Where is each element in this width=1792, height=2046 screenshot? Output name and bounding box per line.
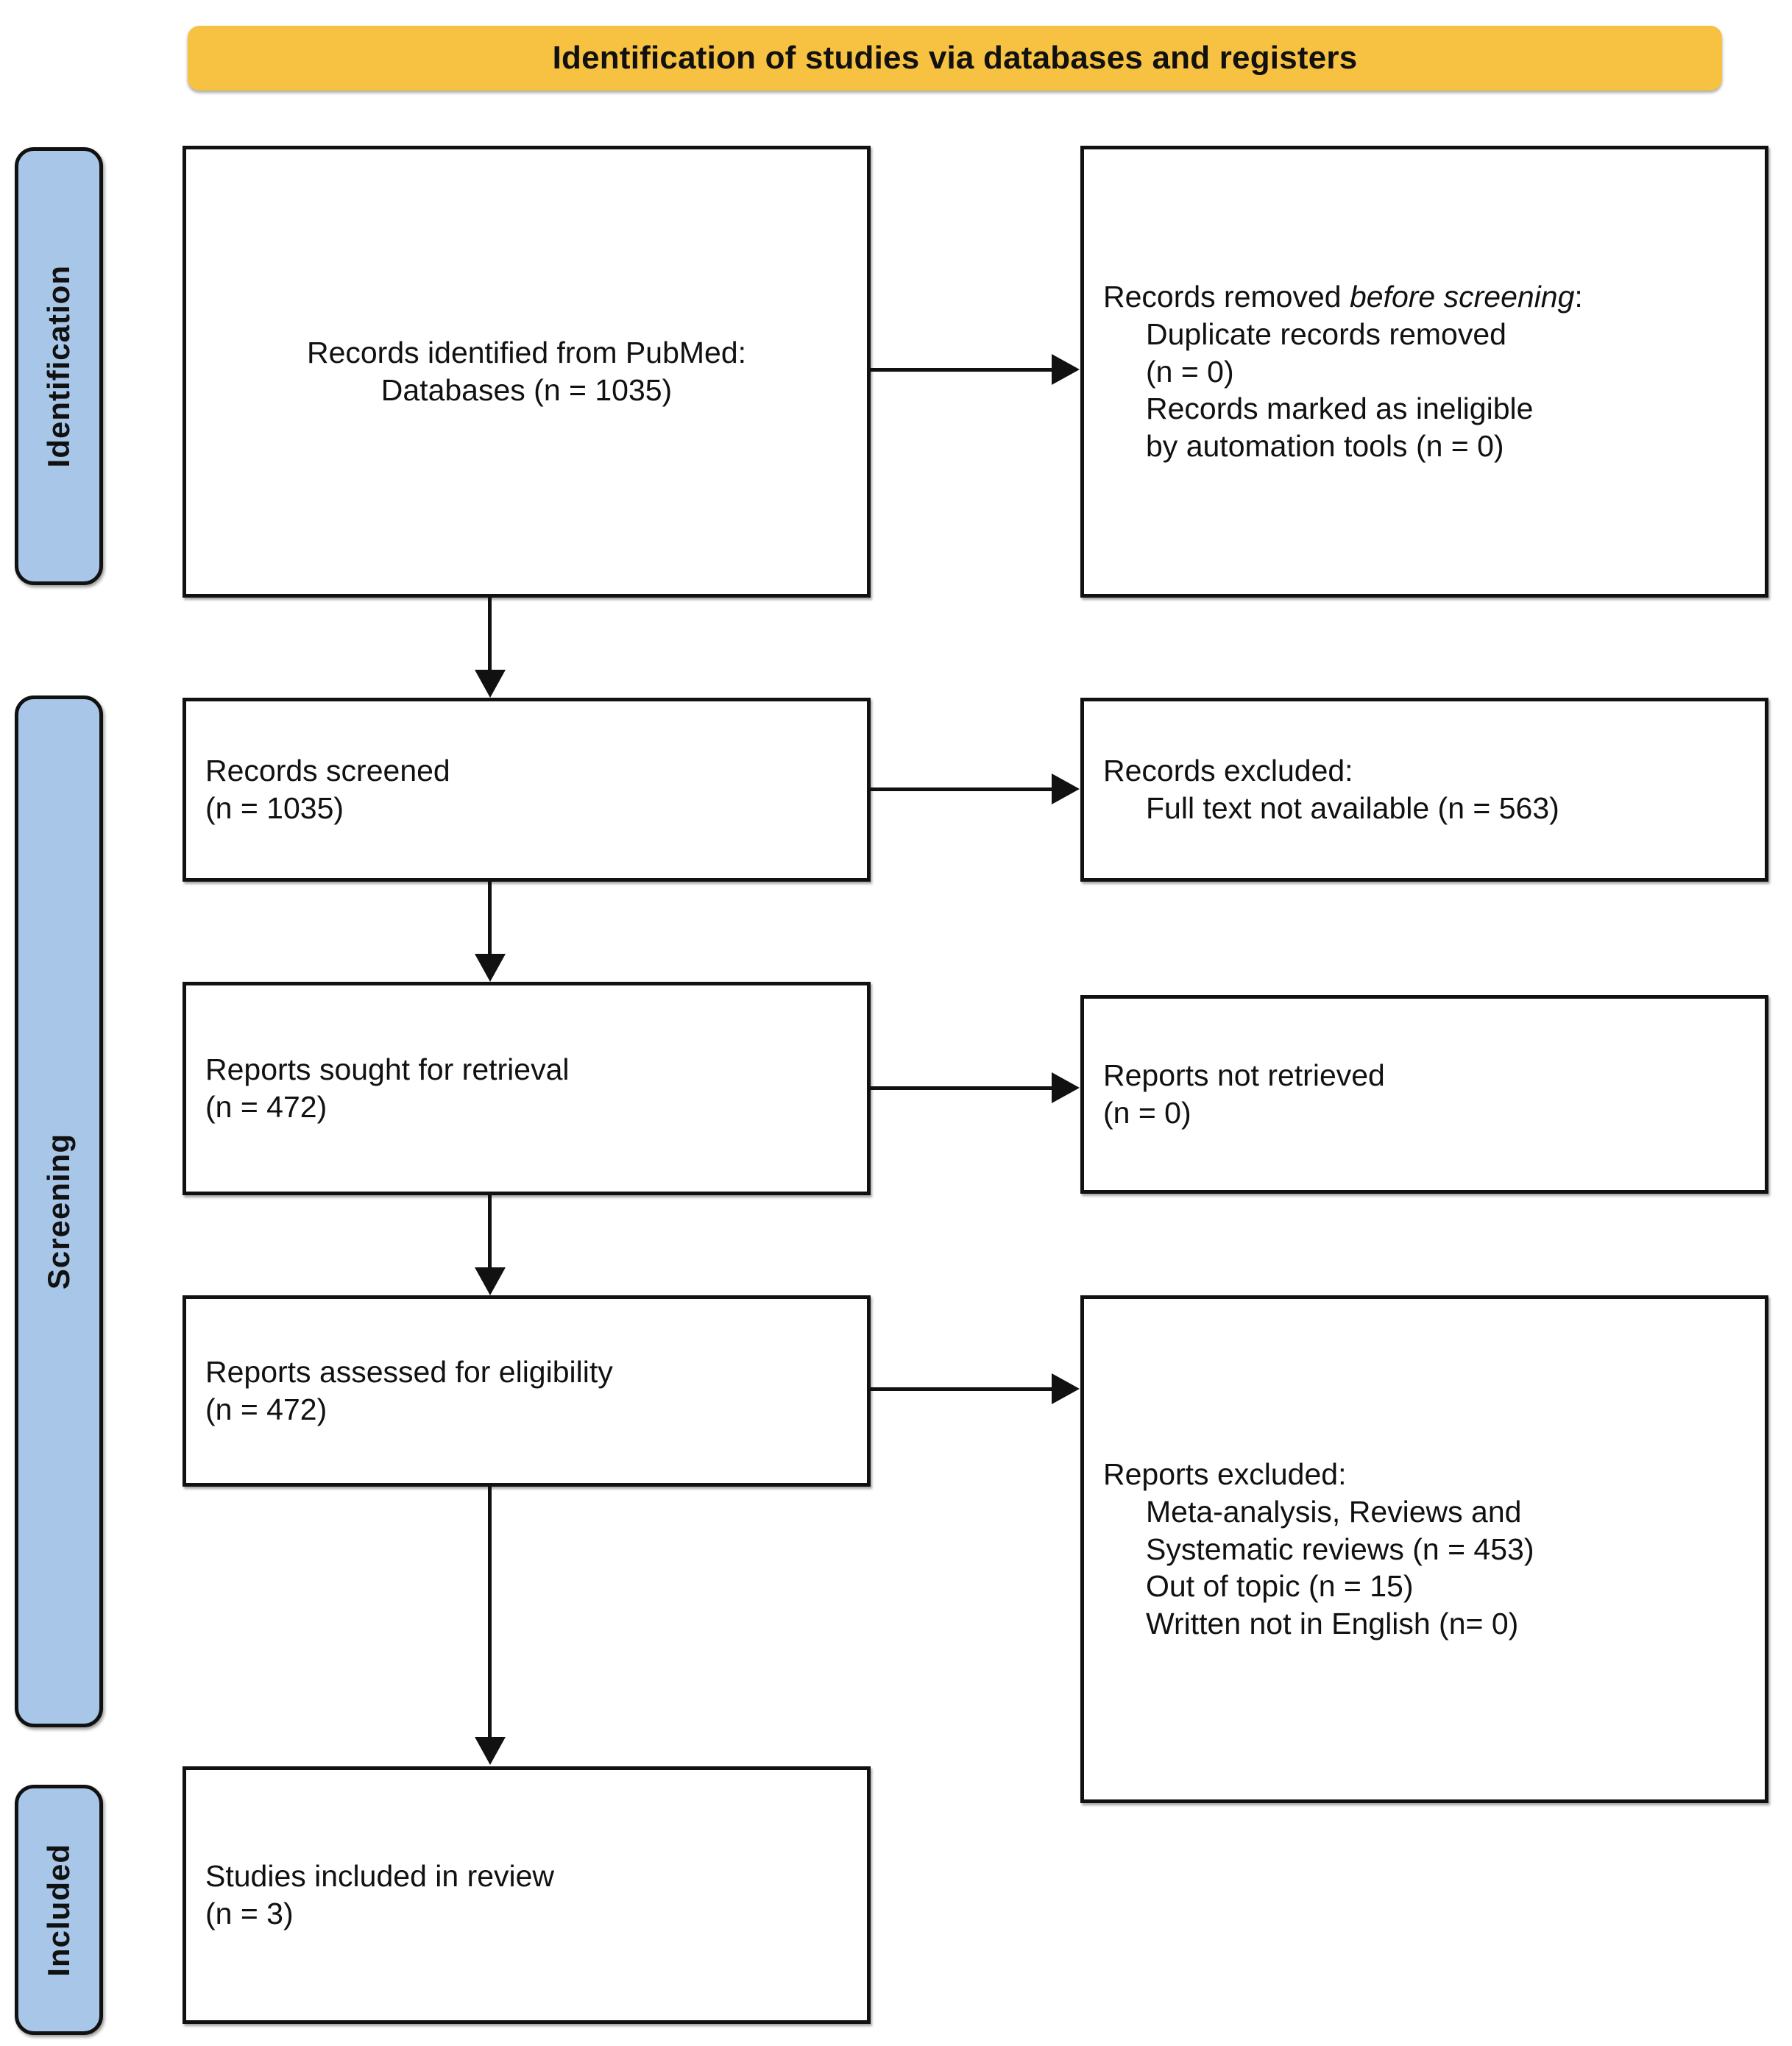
records-screened-line-1: Records screened — [205, 754, 450, 788]
reports-excluded-item-2: Systematic reviews (n = 453) — [1146, 1532, 1534, 1566]
connector-sought-to-assessed — [488, 1195, 492, 1272]
reports-not-retrieved-line-2: (n = 0) — [1103, 1096, 1191, 1130]
records-identified-line-2: Databases (n = 1035) — [380, 373, 673, 407]
arrowhead-identified-to-removed — [1052, 354, 1080, 385]
reports-excluded-heading: Reports excluded: — [1103, 1456, 1347, 1491]
box-reports-sought: Reports sought for retrieval (n = 472) — [183, 982, 871, 1195]
arrowhead-sought-to-not-retrieved — [1052, 1072, 1080, 1103]
reports-sought-line-2: (n = 472) — [205, 1090, 327, 1124]
studies-included-line-1: Studies included in review — [205, 1859, 555, 1894]
stage-identification-label: Identification — [41, 264, 76, 468]
connector-screened-to-excluded — [871, 787, 1053, 791]
reports-excluded-item-3: Out of topic (n = 15) — [1146, 1569, 1414, 1604]
records-removed-item-4: by automation tools (n = 0) — [1146, 429, 1504, 464]
box-records-identified: Records identified from PubMed: Database… — [183, 146, 871, 598]
reports-excluded-item-1: Meta-analysis, Reviews and — [1146, 1494, 1522, 1529]
stage-screening: Screening — [15, 695, 103, 1727]
box-records-screened: Records screened (n = 1035) — [183, 698, 871, 882]
records-excluded-heading: Records excluded: — [1103, 754, 1353, 788]
reports-sought-line-1: Reports sought for retrieval — [205, 1052, 570, 1087]
diagram-header-banner: Identification of studies via databases … — [188, 26, 1722, 91]
arrowhead-assessed-to-excluded — [1052, 1373, 1080, 1404]
records-screened-line-2: (n = 1035) — [205, 791, 344, 825]
records-removed-heading-plain: Records removed — [1103, 279, 1350, 314]
arrowhead-sought-to-assessed — [475, 1267, 506, 1295]
connector-sought-to-not-retrieved — [871, 1086, 1053, 1090]
box-reports-assessed: Reports assessed for eligibility (n = 47… — [183, 1295, 871, 1487]
box-studies-included: Studies included in review (n = 3) — [183, 1766, 871, 2024]
reports-not-retrieved-line-1: Reports not retrieved — [1103, 1058, 1385, 1093]
records-removed-item-1: Duplicate records removed — [1146, 316, 1506, 351]
reports-excluded-item-4: Written not in English (n= 0) — [1146, 1607, 1519, 1641]
box-reports-excluded: Reports excluded: Meta-analysis, Reviews… — [1080, 1295, 1768, 1803]
arrowhead-identified-to-screened — [475, 670, 506, 698]
stage-identification: Identification — [15, 147, 103, 585]
records-excluded-item-1: Full text not available (n = 563) — [1146, 791, 1559, 825]
connector-assessed-to-excluded — [871, 1387, 1053, 1391]
connector-assessed-to-included — [488, 1487, 492, 1741]
box-records-removed-before-screening: Records removed before screening: Duplic… — [1080, 146, 1768, 598]
stage-included: Included — [15, 1785, 103, 2035]
diagram-title: Identification of studies via databases … — [552, 40, 1358, 76]
reports-assessed-line-2: (n = 472) — [205, 1392, 327, 1426]
box-reports-not-retrieved: Reports not retrieved (n = 0) — [1080, 995, 1768, 1194]
records-removed-item-3: Records marked as ineligible — [1146, 392, 1534, 426]
records-identified-line-1: Records identified from PubMed: — [306, 336, 747, 370]
arrowhead-screened-to-sought — [475, 954, 506, 982]
connector-identified-to-removed — [871, 368, 1053, 372]
stage-screening-label: Screening — [41, 1133, 76, 1290]
connector-identified-to-screened — [488, 598, 492, 675]
arrowhead-screened-to-excluded — [1052, 774, 1080, 804]
records-removed-heading: Records removed before screening: — [1103, 278, 1746, 316]
box-records-excluded: Records excluded: Full text not availabl… — [1080, 698, 1768, 882]
arrowhead-assessed-to-included — [475, 1737, 506, 1765]
records-removed-item-2: (n = 0) — [1146, 354, 1234, 389]
connector-screened-to-sought — [488, 882, 492, 959]
records-removed-heading-colon: : — [1574, 279, 1583, 314]
studies-included-line-2: (n = 3) — [205, 1897, 294, 1930]
stage-included-label: Included — [41, 1843, 76, 1977]
reports-assessed-line-1: Reports assessed for eligibility — [205, 1355, 613, 1390]
records-removed-heading-italic: before screening — [1349, 279, 1575, 314]
